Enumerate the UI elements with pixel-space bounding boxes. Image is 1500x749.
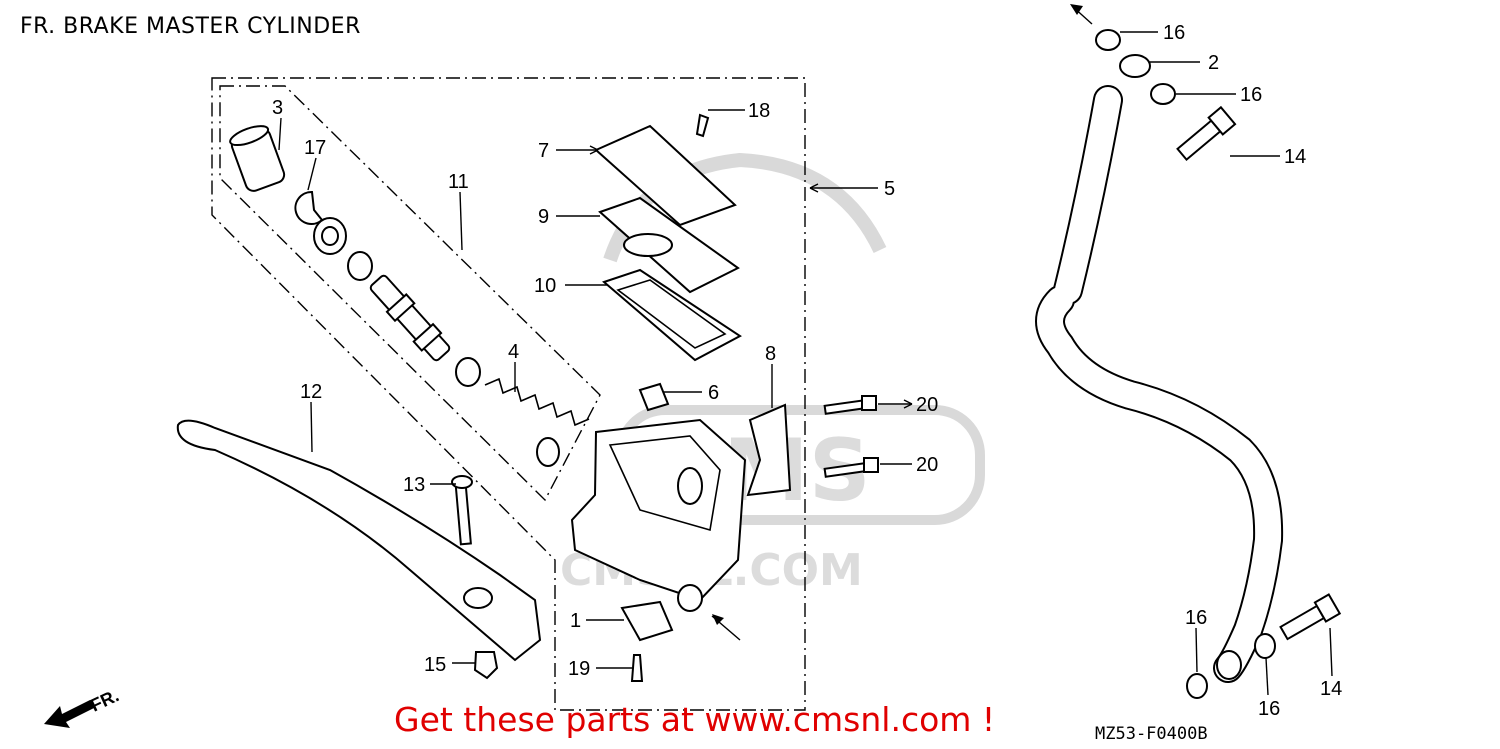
part-spring-seat	[536, 437, 560, 467]
callout-6: 6	[708, 382, 719, 404]
part-reservoir-cap	[594, 124, 737, 227]
part-piston	[369, 274, 451, 362]
callout-1: 1	[570, 610, 581, 632]
part-holder-bolt-lower	[823, 457, 879, 478]
piston-kit-parts	[229, 125, 590, 467]
part-washer	[347, 251, 373, 281]
frame-piston-kit	[219, 85, 601, 502]
part-diaphragm-inner	[616, 279, 727, 349]
callout-17: 17	[304, 137, 326, 159]
lever-parts	[176, 419, 542, 680]
washer-top-upper	[1095, 29, 1121, 51]
master-cylinder-body	[570, 418, 747, 682]
part-holder	[746, 403, 792, 497]
holder-parts	[746, 395, 879, 497]
part-pivot-nut	[473, 651, 499, 680]
part-circlip	[294, 190, 324, 225]
banjo-bolt-top	[1176, 105, 1237, 162]
part-body	[570, 418, 747, 602]
part-plate-hole	[623, 233, 673, 257]
front-label: FR.	[87, 685, 122, 715]
washer-bottom-right	[1254, 633, 1276, 659]
part-switch-screw	[630, 654, 644, 682]
callout-5: 5	[884, 178, 895, 200]
promo-link[interactable]: Get these parts at www.cmsnl.com !	[394, 700, 996, 739]
callout-20-upper: 20	[916, 394, 938, 416]
callout-8: 8	[765, 343, 776, 365]
part-brake-switch	[620, 600, 674, 642]
diagram-title: FR. BRAKE MASTER CYLINDER	[20, 14, 361, 39]
front-direction-indicator: FR.	[44, 685, 122, 728]
arrow-top	[1070, 4, 1083, 15]
callout-2: 2	[1208, 52, 1219, 74]
leader-lines	[278, 5, 1333, 696]
part-seal-bore	[321, 226, 339, 246]
leader-arrows	[589, 4, 1083, 625]
brake-hose	[1035, 54, 1284, 683]
callout-16-top: 16	[1163, 22, 1185, 44]
figure-code: MZ53-F0400B	[1095, 724, 1208, 744]
front-arrow-icon	[44, 700, 94, 728]
part-body-banjo	[677, 584, 703, 612]
callout-19: 19	[568, 658, 590, 680]
frame-master-cylinder	[211, 77, 806, 711]
callout-11: 11	[448, 171, 469, 193]
part-pivot-bolt	[451, 475, 473, 546]
part-boot	[229, 125, 286, 192]
part-holder-bolt-upper	[823, 395, 877, 415]
part-cap-clip	[638, 382, 670, 412]
callout-9: 9	[538, 206, 549, 228]
callout-14-upper: 14	[1284, 146, 1306, 168]
arrow-body	[712, 614, 724, 625]
callout-16-bottom-left: 16	[1185, 607, 1207, 629]
part-cup	[455, 357, 481, 387]
assembly-frames	[211, 77, 806, 711]
hose-body	[1037, 87, 1282, 681]
callout-labels: 3 17 11 18 7 5 9 10 4 12 6 8 20 20 13 1 …	[272, 22, 1342, 720]
part-screw-top	[695, 113, 710, 138]
callout-12: 12	[300, 381, 322, 403]
callout-10: 10	[534, 275, 556, 297]
callout-4: 4	[508, 341, 519, 363]
part-brake-lever	[176, 419, 542, 662]
callout-15: 15	[424, 654, 446, 676]
callout-7: 7	[538, 140, 549, 162]
hose-banjo-top	[1119, 54, 1151, 78]
washer-top-lower	[1150, 83, 1176, 105]
callout-18: 18	[748, 100, 770, 122]
callout-14-lower: 14	[1320, 678, 1342, 700]
reservoir-parts	[594, 113, 742, 412]
callout-13: 13	[403, 474, 425, 496]
hose-banjo-bottom	[1216, 650, 1242, 680]
callout-16-upper: 16	[1240, 84, 1262, 106]
part-body-reservoir	[608, 435, 721, 532]
part-body-bore	[677, 467, 703, 505]
part-spring	[484, 377, 590, 427]
hose-fittings	[1095, 29, 1342, 699]
washer-bottom-left	[1186, 673, 1208, 699]
callout-3: 3	[272, 97, 283, 119]
part-lever-pivot	[463, 587, 493, 609]
banjo-bolt-bottom	[1279, 593, 1342, 641]
part-diaphragm	[602, 268, 742, 362]
callout-16-bottom-right: 16	[1258, 698, 1280, 720]
callout-20-lower: 20	[916, 454, 938, 476]
